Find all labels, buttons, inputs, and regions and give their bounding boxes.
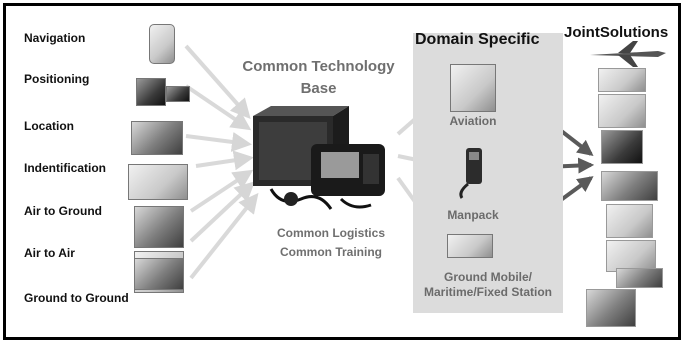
common-radio-equipment-image [253, 106, 385, 210]
ship-icon-2 [616, 268, 663, 288]
positioning-device-image [136, 78, 166, 106]
manpack-radio-image [459, 148, 482, 199]
capability-air-to-air: Air to Air [24, 246, 75, 260]
ground-mobile-label: Ground Mobile/ Maritime/Fixed Station [416, 270, 560, 300]
ground-mobile-label-line1: Ground Mobile/ [444, 270, 532, 284]
soldier-icon [601, 130, 643, 164]
ctb-title-line2: Base [300, 80, 337, 97]
aviation-label: Aviation [449, 114, 497, 128]
capability-identification: Indentification [24, 161, 106, 175]
ship-icon [606, 204, 653, 238]
jet-icon [598, 94, 646, 128]
aviation-radio-image [450, 64, 496, 112]
capability-positioning: Positioning [24, 72, 90, 86]
diagram-frame: Navigation Positioning Location Indentif… [3, 3, 681, 340]
ground-mobile-radio-image [447, 234, 493, 258]
capability-ground-to-ground: Ground to Ground [24, 291, 129, 305]
ctb-title-line1: Common Technology [242, 58, 395, 75]
capability-air-to-ground: Air to Ground [24, 204, 102, 218]
common-training-label: Common Training [280, 245, 382, 259]
ground-mobile-label-line2: Maritime/Fixed Station [423, 285, 553, 299]
common-technology-base-title: Common Technology Base [231, 56, 406, 100]
capability-location: Location [24, 119, 74, 133]
joint-solutions-title: JointSolutions [564, 24, 669, 41]
common-logistics-training: Common Logistics Common Training [256, 224, 406, 262]
manpack-label: Manpack [447, 208, 499, 222]
navigation-device-image [149, 24, 175, 64]
aircraft-icon [590, 41, 666, 67]
air-to-ground-device-image [134, 206, 184, 248]
identification-device-image [128, 164, 188, 200]
domain-specific-title: Domain Specific [415, 31, 540, 48]
tank-icon [601, 171, 658, 201]
formation-flight-icon [598, 68, 646, 92]
common-logistics-label: Common Logistics [276, 226, 385, 240]
location-device-image [131, 121, 183, 155]
truck-icon [586, 289, 636, 327]
ground-to-ground-device-image [134, 258, 184, 290]
capability-navigation: Navigation [24, 31, 86, 45]
positioning-device-image-2 [166, 86, 190, 102]
